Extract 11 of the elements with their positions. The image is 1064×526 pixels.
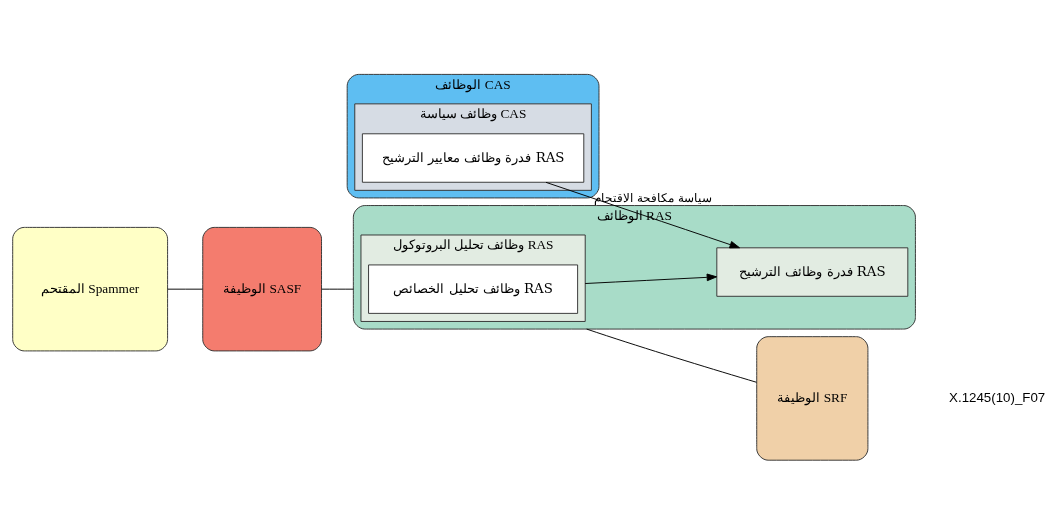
connector	[321, 288, 354, 290]
node-box: وظائف تحليل الخصائص RAS	[368, 263, 579, 314]
node-box: الوظيفة SRF	[756, 335, 869, 461]
node-box: فدرة وظائف الترشيح RAS	[716, 246, 909, 297]
connector	[586, 328, 757, 383]
arrow	[584, 273, 718, 284]
connector	[167, 288, 204, 290]
node-box: الوظيفة SASF	[202, 226, 322, 351]
node-box: فدرة وظائف معايير الترشيح RAS	[361, 132, 585, 183]
label: X.1245(10)_F07	[949, 389, 1046, 405]
node-box: المقتحم Spammer	[12, 226, 169, 351]
